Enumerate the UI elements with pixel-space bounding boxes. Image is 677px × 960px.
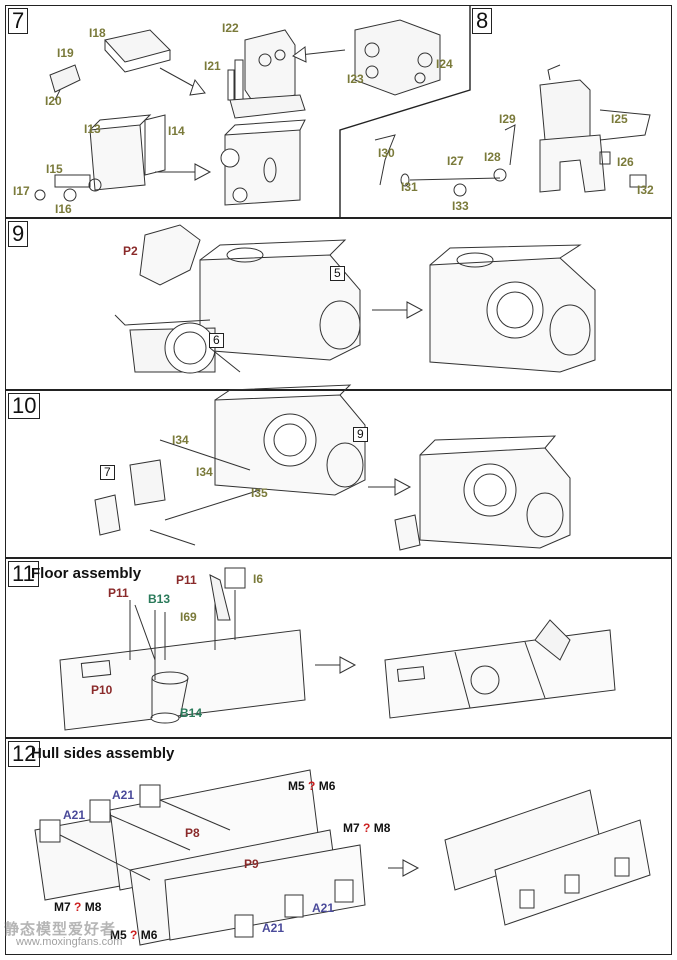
part-label-b13: B13	[148, 592, 171, 606]
option-question-mark: ?	[363, 821, 371, 835]
part-label-i6: I6	[253, 572, 264, 586]
step-9-panel	[5, 218, 672, 390]
option-m6: M6	[318, 779, 336, 793]
part-label-i20: I20	[45, 94, 62, 108]
part-label-p11-left: P11	[108, 586, 129, 600]
step-12-panel	[5, 738, 672, 955]
part-label-i15: I15	[46, 162, 63, 176]
option-m5: M5	[288, 779, 305, 793]
part-label-i25: I25	[611, 112, 628, 126]
part-label-a21-left: A21	[63, 808, 86, 822]
part-label-i35: I35	[251, 486, 268, 500]
part-label-i28: I28	[484, 150, 501, 164]
step-11-panel	[5, 558, 672, 738]
option-question-mark: ?	[308, 779, 316, 793]
option-m5: M5	[110, 928, 127, 942]
part-label-i21: I21	[204, 59, 221, 73]
part-label-p11-right: P11	[176, 573, 197, 587]
step-12-number: 12	[8, 741, 41, 767]
option-m6: M6	[140, 928, 158, 942]
part-label-i30: I30	[378, 146, 395, 160]
part-label-i18: I18	[89, 26, 106, 40]
part-label-p9: P9	[244, 857, 259, 871]
watermark-url: www.moxingfans.com	[16, 936, 123, 948]
option-m8: M8	[84, 900, 102, 914]
part-label-a21-right: A21	[312, 901, 335, 915]
part-label-p8: P8	[185, 826, 200, 840]
part-label-i31: I31	[401, 180, 418, 194]
step-ref-5: 5	[330, 266, 345, 281]
step-7-number: 7	[8, 8, 29, 34]
step-ref-9: 9	[353, 427, 368, 442]
part-label-i26: I26	[617, 155, 634, 169]
part-label-i32: I32	[637, 183, 654, 197]
part-label-b14: B14	[180, 706, 203, 720]
part-label-i13: I13	[84, 122, 101, 136]
part-label-i27: I27	[447, 154, 464, 168]
part-label-p2: P2	[123, 244, 138, 258]
option-m7: M7	[54, 900, 71, 914]
part-label-i29: I29	[499, 112, 516, 126]
step-7-8-panel	[5, 5, 672, 218]
part-label-a21-bottom: A21	[262, 921, 285, 935]
option-label-m7-m8-left: M7 ? M8	[54, 901, 101, 914]
option-label-m7-m8-right: M7 ? M8	[343, 822, 390, 835]
watermark-brand: 静态模型爱好者	[4, 921, 117, 938]
part-label-a21-top: A21	[112, 788, 135, 802]
part-label-i33: I33	[452, 199, 469, 213]
part-label-i34-lower: I34	[196, 465, 213, 479]
step-9-number: 9	[8, 221, 29, 247]
step-ref-6: 6	[209, 333, 224, 348]
step-11-title: Floor assembly	[31, 565, 142, 582]
option-question-mark: ?	[74, 900, 82, 914]
option-question-mark: ?	[130, 928, 138, 942]
step-8-number: 8	[472, 8, 493, 34]
part-label-i14: I14	[168, 124, 185, 138]
option-m8: M8	[373, 821, 391, 835]
part-label-i69: I69	[180, 610, 197, 624]
part-label-i22: I22	[222, 21, 239, 35]
step-10-panel	[5, 390, 672, 558]
step-11-number: 11	[8, 561, 39, 587]
part-label-i24: I24	[436, 57, 453, 71]
option-m7: M7	[343, 821, 360, 835]
step-ref-7: 7	[100, 465, 115, 480]
part-label-i34-upper: I34	[172, 433, 189, 447]
step-12-title: Hull sides assembly	[31, 745, 175, 762]
step-10-number: 10	[8, 393, 41, 419]
option-label-m5-m6-top: M5 ? M6	[288, 780, 335, 793]
option-label-m5-m6-bottom: M5 ? M6	[110, 929, 157, 942]
part-label-i17: I17	[13, 184, 30, 198]
part-label-p10: P10	[91, 683, 113, 697]
part-label-i16: I16	[55, 202, 72, 216]
part-label-i23: I23	[347, 72, 364, 86]
part-label-i19: I19	[57, 46, 74, 60]
